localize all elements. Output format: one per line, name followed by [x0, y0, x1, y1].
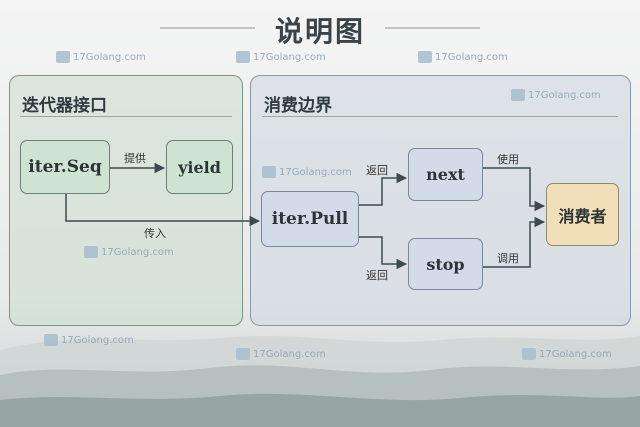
logo-icon	[511, 89, 525, 101]
watermark: 17Golang.com	[84, 246, 174, 258]
edge-use	[483, 167, 546, 212]
page-title: 说明图	[274, 15, 365, 48]
watermark: 17Golang.com	[56, 51, 146, 63]
next-node: next	[408, 148, 483, 201]
watermark: 17Golang.com	[236, 51, 326, 63]
edge-pass-in	[65, 194, 261, 227]
watermark: 17Golang.com	[262, 166, 352, 178]
logo-icon	[44, 334, 58, 346]
edge-label-return-next: 返回	[366, 164, 388, 177]
logo-icon	[56, 51, 70, 63]
logo-icon	[262, 166, 276, 178]
edge-return-stop	[359, 236, 408, 270]
edge-label-call: 调用	[497, 252, 519, 265]
consumer-boundary-title: 消费边界	[264, 96, 332, 116]
edge-call	[483, 216, 546, 268]
iter-pull-node: iter.Pull	[261, 191, 359, 247]
logo-icon	[236, 51, 250, 63]
iterator-interface-title: 迭代器接口	[22, 96, 107, 116]
panel-divider	[20, 116, 232, 117]
panel-divider	[262, 116, 618, 117]
logo-icon	[522, 348, 536, 360]
watermark: 17Golang.com	[418, 51, 508, 63]
edge-label-provide: 提供	[124, 152, 146, 165]
stop-node: stop	[408, 238, 483, 290]
watermark: 17Golang.com	[236, 348, 326, 360]
consumer-node: 消费者	[546, 183, 619, 246]
logo-icon	[236, 348, 250, 360]
iter-seq-node: iter.Seq	[20, 140, 110, 194]
watermark: 17Golang.com	[44, 334, 134, 346]
edge-label-return-stop: 返回	[366, 269, 388, 282]
logo-icon	[418, 51, 432, 63]
yield-node: yield	[166, 140, 233, 194]
edge-label-use: 使用	[497, 153, 519, 166]
watermark: 17Golang.com	[511, 89, 601, 101]
edge-label-pass-in: 传入	[144, 227, 166, 240]
edge-return-next	[359, 172, 408, 206]
logo-icon	[84, 246, 98, 258]
watermark: 17Golang.com	[522, 348, 612, 360]
